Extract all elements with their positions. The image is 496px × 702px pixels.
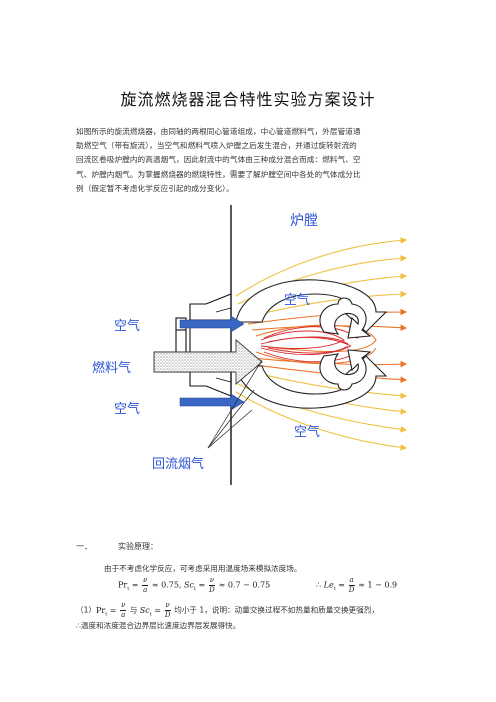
label-fuel: 燃料气 bbox=[92, 360, 131, 376]
intro-line: 回流区卷吸炉膛内的高温烟气，因此射流中的气体由三种成分混合而成：燃料气、空 bbox=[76, 155, 361, 165]
red-flow-lines bbox=[260, 326, 359, 363]
eq-sc: Sc bbox=[184, 580, 194, 590]
burner-diagram: 炉膛 空气 空气 燃料气 空气 空气 回流烟气 bbox=[92, 205, 408, 485]
eq-pr: Pr bbox=[118, 580, 128, 590]
label-furnace: 炉膛 bbox=[290, 213, 318, 229]
eq-le-sub: t bbox=[333, 586, 336, 593]
eq-sc-sub: t bbox=[193, 586, 196, 593]
air-arrow-bottom bbox=[179, 393, 245, 411]
label-air-swirl-top: 空气 bbox=[284, 292, 310, 308]
swirl-arrow-bottom bbox=[235, 355, 388, 409]
air-arrow-top bbox=[179, 315, 245, 333]
swirl-arrow-small-top bbox=[319, 297, 372, 339]
swirl-arrows bbox=[235, 279, 388, 409]
intro-paragraph: 如图所示的旋流燃烧器，由同轴的两根同心管道组成，中心管道燃料气，外层管道通 助燃… bbox=[76, 125, 428, 196]
eq-val1: ≈ 0.75, bbox=[151, 580, 182, 590]
label-flue-gas: 回流烟气 bbox=[152, 456, 204, 472]
swirl-arrow-small-bottom bbox=[319, 349, 372, 391]
principle-line: 由于不考虑化学反应，可考虑采用用温度场来模拟浓度场。 bbox=[104, 564, 302, 573]
intro-line: 如图所示的旋流燃烧器，由同轴的两根同心管道组成，中心管道燃料气，外层管道通 bbox=[76, 127, 361, 136]
eq-le-val: ≈ 1 − 0.9 bbox=[358, 580, 398, 590]
fuel-arrow bbox=[153, 339, 263, 385]
intro-line: 助燃空气（带有旋流），当空气和燃料气喷入炉膛之后发生混合，并通过旋转射流的 bbox=[76, 141, 357, 151]
section-number: 一． bbox=[76, 542, 92, 551]
swirl-arrow-top bbox=[235, 279, 388, 333]
intro-line: 气、炉膛内烟气。为掌握燃烧器的燃烧特性，需要了解炉膛空间中各处的气体成分比 bbox=[76, 169, 361, 179]
eq-val2: ≈ 0.7 − 0.75 bbox=[218, 580, 271, 590]
page-title: 旋流燃烧器混合特性实验方案设计 bbox=[120, 90, 376, 109]
label-air-inlet-top: 空气 bbox=[114, 318, 140, 334]
eq-therefore: ∴ bbox=[316, 580, 322, 590]
section-title: 实验原理： bbox=[118, 542, 158, 551]
label-air-inlet-bottom: 空气 bbox=[114, 401, 140, 417]
burner-body bbox=[175, 293, 232, 397]
intro-line: 例（假定暂不考虑化学反应引起的成分变化）。 bbox=[76, 183, 234, 193]
conclusion-line-2: ∴温度和浓度混合边界层比速度边界层发展得快。 bbox=[76, 621, 241, 630]
flue-gas-pointers bbox=[207, 359, 263, 449]
eq-le: Le bbox=[323, 580, 334, 590]
air-inlet-arrows bbox=[179, 315, 245, 411]
eq-pr-sub: t bbox=[127, 586, 130, 593]
label-air-swirl-bottom: 空气 bbox=[294, 424, 320, 440]
